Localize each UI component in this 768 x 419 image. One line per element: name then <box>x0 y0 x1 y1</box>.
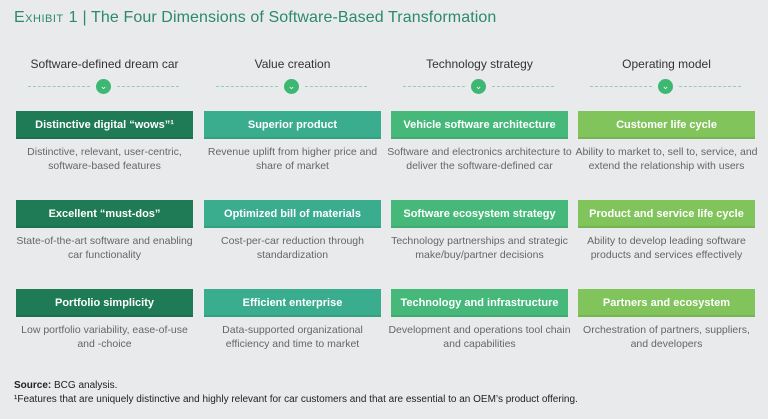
source-text: BCG analysis. <box>51 380 118 391</box>
dashed-divider <box>216 86 278 87</box>
dimension-header: Operating model <box>622 57 711 71</box>
element-label-box: Distinctive digital “wows”¹ <box>16 111 193 139</box>
source-label: Source: <box>14 380 52 391</box>
exhibit-number: Exhibit 1 <box>14 9 78 26</box>
element-label-box: Partners and ecosystem <box>578 289 755 317</box>
element-description: Revenue uplift from higher price and sha… <box>207 146 378 172</box>
element-description: Distinctive, relevant, user-centric, sof… <box>27 146 182 172</box>
dashed-divider <box>679 86 741 87</box>
element-label-box: Superior product <box>204 111 381 139</box>
element-description: Development and operations tool chain an… <box>388 324 571 350</box>
title-text: The Four Dimensions of Software-Based Tr… <box>91 9 497 26</box>
dashed-divider <box>28 86 90 87</box>
element-description: Cost-per-car reduction through standardi… <box>221 235 364 261</box>
dimension-column: Software-defined dream car ⌄ Distinctive … <box>16 0 193 380</box>
dashed-divider <box>117 86 179 87</box>
chevron-down-icon: ⌄ <box>96 79 111 94</box>
dashed-divider <box>305 86 367 87</box>
chevron-down-icon: ⌄ <box>658 79 673 94</box>
dashed-divider <box>403 86 465 87</box>
dashed-divider <box>492 86 554 87</box>
footnote: ¹Features that are uniquely distinctive … <box>14 394 578 405</box>
element-description: Orchestration of partners, suppliers, an… <box>583 324 750 350</box>
element-label-box: Customer life cycle <box>578 111 755 139</box>
exhibit-title: Exhibit 1 | The Four Dimensions of Softw… <box>14 9 496 27</box>
element-description: Data-supported organizational efficiency… <box>222 324 363 350</box>
dimension-header: Value creation <box>254 57 331 71</box>
element-label-box: Excellent “must-dos” <box>16 200 193 228</box>
element-description: State-of-the-art software and enabling c… <box>16 235 193 261</box>
element-label-box: Vehicle software architecture <box>391 111 568 139</box>
element-description: Technology partnerships and strategic ma… <box>391 235 568 261</box>
dashed-divider <box>590 86 652 87</box>
element-label-box: Software ecosystem strategy <box>391 200 568 228</box>
title-separator: | <box>77 9 92 26</box>
element-description: Software and electronics architecture to… <box>387 146 572 172</box>
element-label-box: Efficient enterprise <box>204 289 381 317</box>
dimension-column: Value creation ⌄ Superior product Revenue… <box>204 0 381 380</box>
chevron-down-icon: ⌄ <box>284 79 299 94</box>
source-note: Source: BCG analysis. <box>14 380 117 391</box>
element-label-box: Technology and infrastructure <box>391 289 568 317</box>
element-description: Ability to market to, sell to, service, … <box>575 146 758 172</box>
chevron-down-icon: ⌄ <box>471 79 486 94</box>
dimension-header: Technology strategy <box>426 57 533 71</box>
element-description: Ability to develop leading software prod… <box>587 235 746 261</box>
dimension-column: Operating model ⌄ Customer life cycle Abi… <box>575 0 757 380</box>
element-label-box: Portfolio simplicity <box>16 289 193 317</box>
element-description: Low portfolio variability, ease-of-use a… <box>21 324 188 350</box>
element-label-box: Optimized bill of materials <box>204 200 381 228</box>
dimension-column: Technology strategy ⌄ Vehicle software ar… <box>387 0 571 380</box>
element-label-box: Product and service life cycle <box>578 200 755 228</box>
dimension-header: Software-defined dream car <box>30 57 179 71</box>
